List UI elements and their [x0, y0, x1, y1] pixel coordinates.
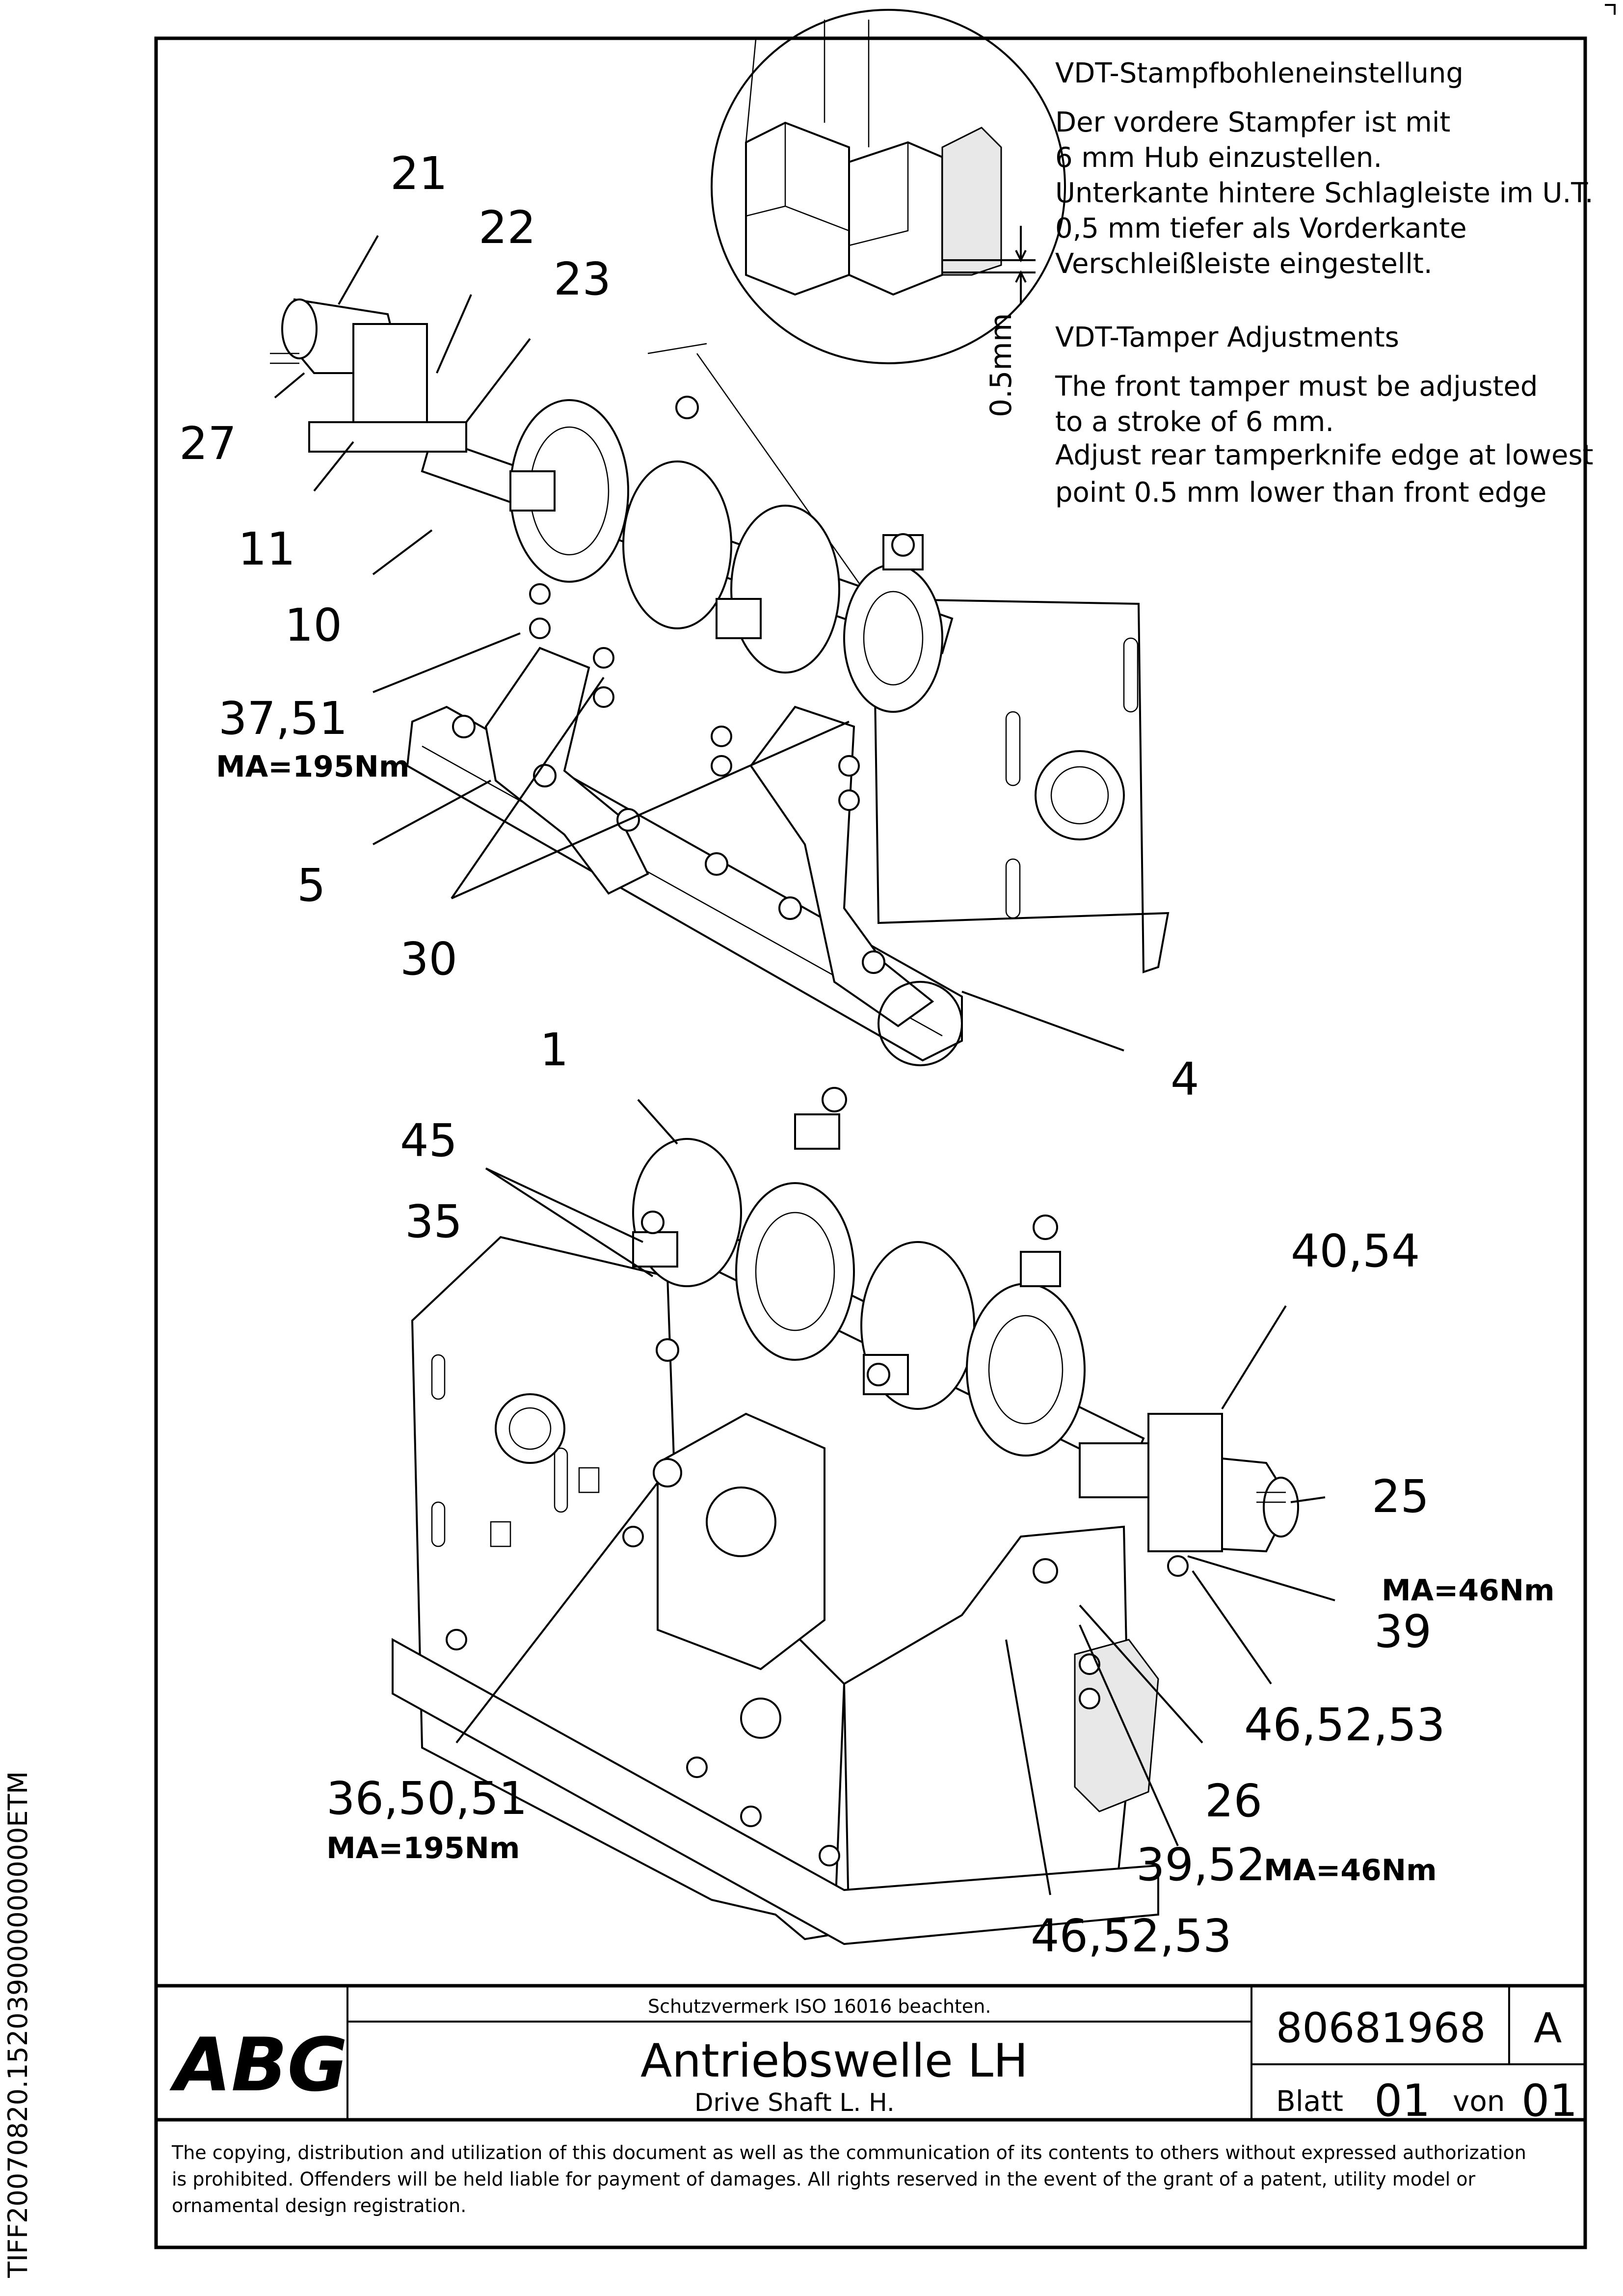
- detail-wear-strip: [941, 127, 1002, 276]
- upper-side-plate: [872, 597, 1170, 973]
- callout-37-51-torque: MA=195Nm: [216, 750, 409, 784]
- note-de-title: VDT-Stampfbohleneinstellung: [1055, 57, 1463, 89]
- copyright-line3: ornamental design registration.: [172, 2195, 466, 2216]
- lower-cam-2: [735, 1182, 855, 1361]
- revision: A: [1534, 2004, 1562, 2052]
- sheet-label: Blatt: [1276, 2084, 1343, 2118]
- side-code: TIFF20070820.152039000000000ETM: [2, 1771, 33, 2278]
- callout-35: 35: [405, 1195, 462, 1248]
- note-en-title: VDT-Tamper Adjustments: [1055, 322, 1399, 353]
- upper-support-left: [484, 647, 649, 895]
- callout-30: 30: [400, 933, 457, 985]
- note-de-line4: 0,5 mm tiefer als Vorderkante: [1055, 213, 1467, 244]
- lower-cam-4: [966, 1283, 1086, 1457]
- detail-rear-tamper: [848, 141, 943, 296]
- upper-bearing-block-2: [716, 598, 762, 639]
- upper-cam-3: [730, 505, 840, 674]
- callout-39-52-torque: MA=46Nm: [1264, 1853, 1437, 1888]
- callout-22: 22: [479, 201, 536, 254]
- callout-39-52: 39,52: [1136, 1838, 1265, 1891]
- tamper-detail-view: 0.5mm: [711, 9, 1066, 417]
- upper-plate-bore: [1035, 750, 1125, 840]
- upper-bearing-block-1: [509, 470, 556, 512]
- callout-39: 39: [1374, 1605, 1432, 1658]
- upper-motor-flange: [352, 323, 428, 433]
- upper-assembly: [270, 298, 1170, 1066]
- callout-4: 4: [1171, 1053, 1199, 1106]
- abg-logo: ABG: [169, 2023, 348, 2108]
- detail-front-tamper: [745, 121, 850, 296]
- callout-26: 26: [1205, 1775, 1262, 1827]
- callout-27: 27: [179, 417, 237, 470]
- note-de-line5: Verschleißleiste eingestellt.: [1055, 248, 1433, 280]
- lower-bearing-block-2: [794, 1113, 840, 1150]
- callout-25: 25: [1372, 1470, 1429, 1523]
- note-en-line2: to a stroke of 6 mm.: [1055, 406, 1334, 438]
- upper-cam-2: [622, 460, 732, 629]
- title-block: ABG Schutzvermerk ISO 16016 beachten. An…: [156, 1984, 1585, 2216]
- callout-1: 1: [540, 1024, 569, 1076]
- callout-25-torque: MA=46Nm: [1382, 1573, 1555, 1608]
- note-en-line1: The front tamper must be adjusted: [1055, 371, 1538, 403]
- detail-circle: [711, 9, 1066, 364]
- protection-note: Schutzvermerk ISO 16016 beachten.: [648, 1996, 991, 2017]
- lower-assembly: [392, 1087, 1299, 1945]
- callout-46-52-53-b: 46,52,53: [1031, 1910, 1232, 1962]
- note-de-line2: 6 mm Hub einzustellen.: [1055, 142, 1382, 174]
- lower-housing-slot: [554, 1447, 568, 1513]
- callout-21: 21: [390, 147, 448, 200]
- upper-plate-slot: [1123, 637, 1139, 713]
- drawing-frame: [154, 36, 1587, 2249]
- callout-5: 5: [297, 859, 326, 912]
- lower-bearing-block-4: [1020, 1251, 1061, 1287]
- copyright-line2: is prohibited. Offenders will be held li…: [172, 2168, 1476, 2190]
- note-en-line3: Adjust rear tamperknife edge at lowest: [1055, 439, 1594, 471]
- title-en: Drive Shaft L. H.: [694, 2088, 895, 2117]
- note-en-line4: point 0.5 mm lower than front edge: [1055, 477, 1546, 509]
- drawing-number: 80681968: [1276, 2004, 1486, 2052]
- upper-motor-bracket: [308, 421, 467, 453]
- sheet-total: 01: [1521, 2075, 1578, 2127]
- sheet-number: 01: [1374, 2075, 1431, 2127]
- callout-45: 45: [400, 1114, 457, 1167]
- lower-base-plate: [392, 1638, 1159, 1945]
- callout-46-52-53-a: 46,52,53: [1244, 1699, 1445, 1751]
- callout-11: 11: [238, 523, 295, 575]
- callout-36-50-51: 36,50,51: [326, 1772, 528, 1825]
- callout-labels: 21 22 23 27 11 10 37,51 MA=195Nm 5 30 1 …: [179, 147, 1555, 1962]
- lower-housing-bore: [495, 1393, 565, 1464]
- copyright-line1: The copying, distribution and utilizatio…: [171, 2142, 1526, 2163]
- callout-37-51: 37,51: [218, 692, 347, 745]
- note-de-line1: Der vordere Stampfer ist mit: [1055, 107, 1450, 138]
- lower-tamper-block: [1074, 1639, 1159, 1812]
- upper-cam-4: [843, 564, 943, 713]
- detail-dimension: 0.5mm: [984, 313, 1018, 417]
- note-de-line3: Unterkante hintere Schlagleiste im U.T.: [1055, 177, 1594, 209]
- upper-support-right: [749, 705, 934, 1027]
- callout-23: 23: [554, 253, 611, 305]
- lower-bracket-bore: [706, 1486, 776, 1557]
- callout-40-54: 40,54: [1291, 1225, 1420, 1277]
- callout-10: 10: [285, 599, 342, 651]
- lower-bearing-block-1: [632, 1231, 678, 1268]
- detail-dimension-lines: [942, 226, 1036, 304]
- corner-mark: [1605, 4, 1616, 15]
- leader-lines: [274, 235, 1335, 1895]
- of-label: von: [1453, 2084, 1505, 2118]
- upper-detail-circle: [878, 981, 963, 1066]
- lower-motor-flange: [1147, 1413, 1223, 1552]
- adjustment-notes: VDT-Stampfbohleneinstellung Der vordere …: [1055, 57, 1594, 509]
- lower-bolts: [446, 1087, 1189, 1866]
- title-de: Antriebswelle LH: [640, 2034, 1028, 2088]
- callout-36-torque: MA=195Nm: [326, 1831, 520, 1865]
